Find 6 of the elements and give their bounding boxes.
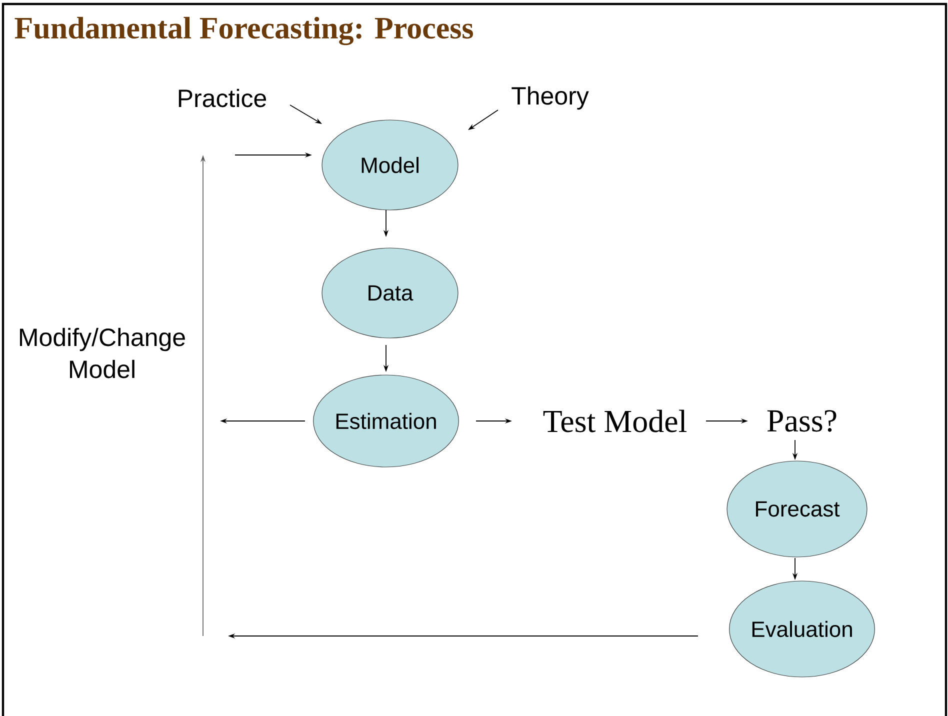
step-text: Pass?	[767, 410, 836, 432]
step-text: Test Model	[543, 410, 687, 432]
loop-label: Modify/Change Model	[20, 328, 185, 378]
input-text: Theory	[512, 86, 589, 110]
input-text: Practice	[178, 88, 266, 108]
slide-title: Fundamental Forecasting: Process	[14, 16, 473, 46]
